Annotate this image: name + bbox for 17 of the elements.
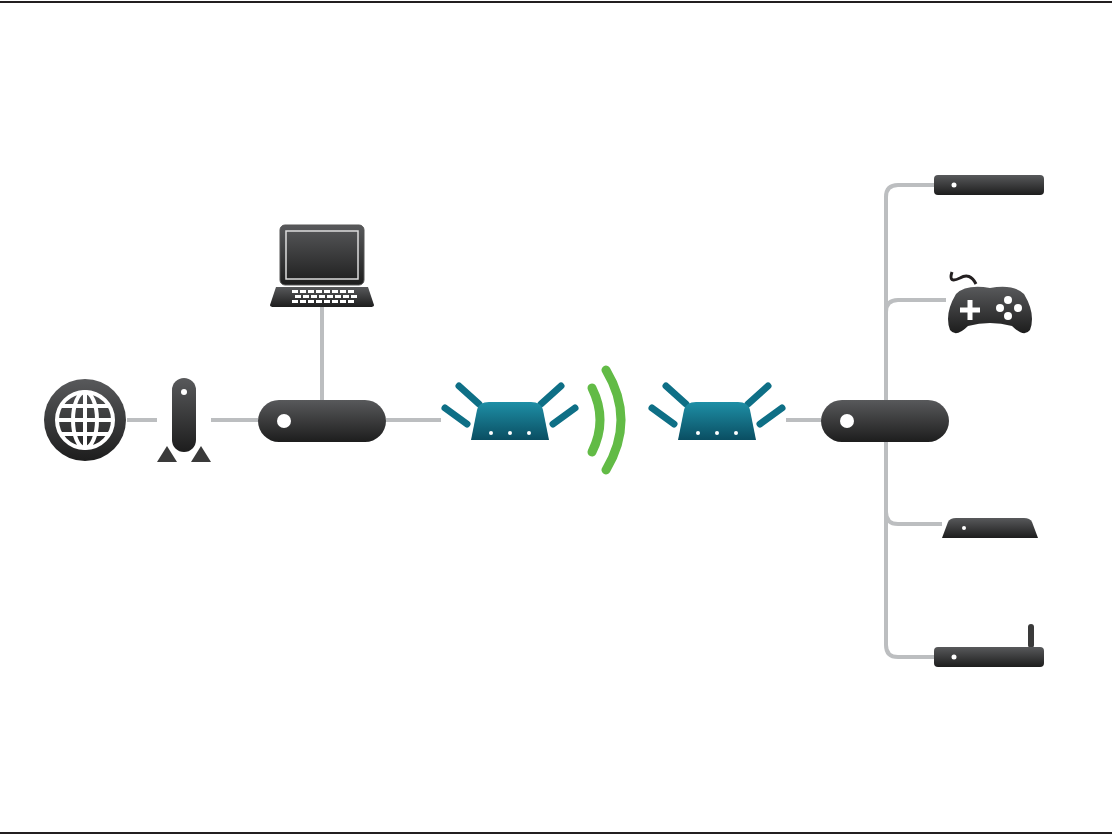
router-icon [821,400,949,442]
connector-line [884,442,934,659]
laptop-icon [270,225,374,307]
router-icon [258,400,386,442]
globe-icon [43,378,127,462]
router-icon [934,624,1044,667]
range-extender-icon [441,382,579,442]
connector-line [786,418,821,422]
media-player-icon [942,518,1038,538]
range-extender-icon [648,382,786,442]
connector-line [884,298,946,400]
set-top-box-icon [934,175,1044,195]
connector-line [211,418,258,422]
connector-line [320,307,324,400]
connector-line [386,418,441,422]
connector-line [127,418,157,422]
modem-icon [157,378,211,462]
